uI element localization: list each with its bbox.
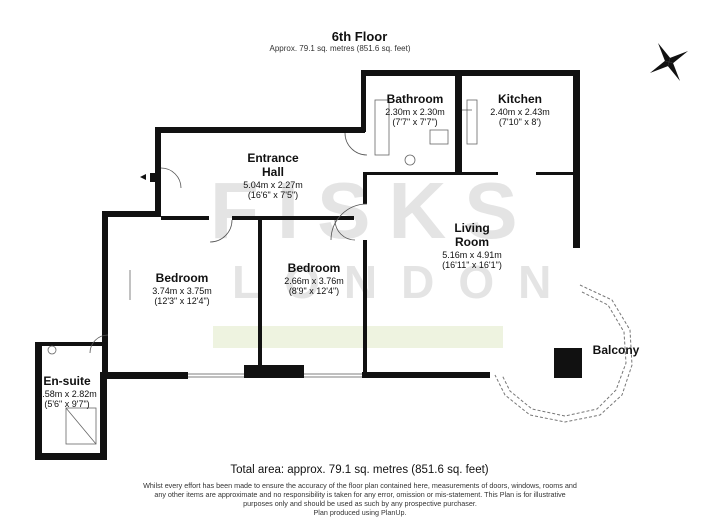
balcony-edge bbox=[494, 284, 633, 423]
watermark-london: LONDON bbox=[232, 256, 576, 308]
room-metric: 1.58m x 2.82m bbox=[37, 388, 97, 399]
door-bath bbox=[344, 132, 368, 156]
door-bed2 bbox=[334, 219, 356, 241]
wall-bottom-living bbox=[362, 372, 490, 378]
wall-hall-living-a bbox=[363, 172, 367, 204]
room-bathroom: Bathroom 2.30m x 2.30m (7'7" x 7'7") bbox=[380, 92, 450, 128]
disclaimer: Whilst every effort has been made to ens… bbox=[110, 481, 610, 517]
ensuite-toilet bbox=[47, 345, 57, 355]
wall-ensuite-right bbox=[100, 372, 107, 460]
room-entrance-hall: Entrance Hall 5.04m x 2.27m (16'6" x 7'5… bbox=[233, 151, 313, 200]
disclaimer-line-3: purposes only and should be used as such… bbox=[243, 499, 477, 508]
wall-bath-living bbox=[363, 172, 498, 175]
wall-top-kitchen bbox=[455, 70, 579, 76]
windows bbox=[188, 373, 362, 378]
toilet bbox=[404, 154, 416, 166]
watermark-bar bbox=[213, 326, 503, 348]
room-balcony: Balcony bbox=[586, 343, 646, 358]
wall-bottom-bed1 bbox=[100, 372, 188, 379]
entrance-arrow-icon bbox=[140, 173, 159, 182]
basin bbox=[429, 129, 449, 145]
room-metric: 3.74m x 3.75m bbox=[152, 285, 212, 296]
outer-walls bbox=[35, 70, 582, 460]
floor-title: 6th Floor bbox=[331, 29, 388, 44]
room-kitchen: Kitchen 2.40m x 2.43m (7'10" x 8') bbox=[482, 92, 558, 128]
balcony-edge-inner bbox=[501, 291, 627, 417]
room-imperial: (16'11" x 16'1") bbox=[442, 259, 502, 270]
room-name: Balcony bbox=[592, 343, 640, 357]
room-ensuite: En-suite 1.58m x 2.82m (5'6" x 9'7") bbox=[34, 374, 100, 410]
wall-ensuite-top-line bbox=[35, 342, 105, 346]
balcony-column bbox=[554, 348, 582, 378]
room-bedroom-2: Bedroom 2.66m x 3.76m (8'9" x 12'4") bbox=[272, 261, 356, 297]
room-metric: 5.16m x 4.91m bbox=[442, 249, 502, 260]
room-metric: 2.40m x 2.43m bbox=[490, 106, 550, 117]
door-entrance bbox=[160, 167, 182, 189]
room-name: Kitchen bbox=[497, 92, 542, 106]
room-name: En-suite bbox=[43, 374, 91, 388]
bath-tub bbox=[374, 99, 390, 156]
door-bed1 bbox=[209, 219, 233, 243]
room-metric: 5.04m x 2.27m bbox=[243, 179, 303, 190]
wall-ensuite-left bbox=[35, 342, 42, 460]
room-imperial: (7'10" x 8') bbox=[498, 117, 542, 128]
wall-bath-kitchen bbox=[455, 70, 462, 175]
wall-bed1-bed2 bbox=[258, 216, 262, 366]
room-imperial: (7'7" x 7'7") bbox=[392, 117, 438, 128]
room-name-line1: Living bbox=[454, 221, 490, 235]
room-name: Bedroom bbox=[155, 271, 209, 285]
wall-hall-living-b bbox=[363, 240, 367, 378]
room-metric: 2.30m x 2.30m bbox=[385, 106, 445, 117]
wall-ensuite-bottom bbox=[35, 453, 105, 460]
wall-hall-left bbox=[155, 127, 161, 217]
wall-right bbox=[573, 70, 580, 248]
wall-bed1-left bbox=[102, 211, 108, 366]
room-imperial: (5'6" x 9'7") bbox=[44, 399, 90, 410]
ensuite-shower-diag bbox=[65, 407, 97, 445]
entrance-box bbox=[150, 173, 159, 182]
room-name: Bathroom bbox=[386, 92, 444, 106]
door-living bbox=[330, 203, 368, 241]
wall-bottom-block bbox=[244, 365, 304, 378]
disclaimer-line-1: Whilst every effort has been made to ens… bbox=[143, 481, 577, 490]
wall-hall-bed1 bbox=[161, 216, 209, 220]
doors bbox=[89, 132, 368, 354]
room-name: Bedroom bbox=[287, 261, 341, 275]
total-area: Total area: approx. 79.1 sq. metres (851… bbox=[230, 464, 489, 476]
wall-hall-bed2 bbox=[232, 216, 354, 220]
compass-icon bbox=[649, 42, 689, 82]
wall-kitchen-counter bbox=[536, 172, 576, 175]
inner-walls bbox=[35, 172, 576, 378]
room-imperial: (16'6" x 7'5") bbox=[247, 189, 299, 200]
door-ensuite bbox=[89, 334, 109, 354]
kitchen-counter bbox=[466, 99, 478, 145]
room-bedroom-1: Bedroom 3.74m x 3.75m (12'3" x 12'4") bbox=[140, 271, 224, 307]
disclaimer-line-4: Plan produced using PlanUp. bbox=[313, 508, 407, 517]
wall-top-bath bbox=[361, 70, 461, 76]
room-living-room: Living Room 5.16m x 4.91m (16'11" x 16'1… bbox=[432, 221, 512, 270]
balcony-outline bbox=[494, 284, 633, 423]
wall-ensuite-top bbox=[102, 353, 108, 375]
floor-area-subtitle: Approx. 79.1 sq. metres (851.6 sq. feet) bbox=[269, 44, 411, 53]
wall-bed1-top bbox=[102, 211, 161, 217]
disclaimer-line-2: any other items are approximate and no r… bbox=[154, 490, 566, 499]
fixtures bbox=[47, 99, 478, 445]
room-name-line2: Hall bbox=[261, 164, 284, 179]
room-imperial: (12'3" x 12'4") bbox=[154, 296, 210, 307]
room-imperial: (8'9" x 12'4") bbox=[288, 286, 340, 297]
room-name-line2: Room bbox=[455, 234, 489, 249]
room-name-line1: Entrance bbox=[247, 151, 299, 165]
room-metric: 2.66m x 3.76m bbox=[284, 275, 344, 286]
wall-bath-left bbox=[361, 70, 366, 132]
entrance-arrow bbox=[140, 174, 146, 180]
ensuite-shower bbox=[65, 407, 97, 445]
wall-top-hall bbox=[155, 127, 365, 133]
